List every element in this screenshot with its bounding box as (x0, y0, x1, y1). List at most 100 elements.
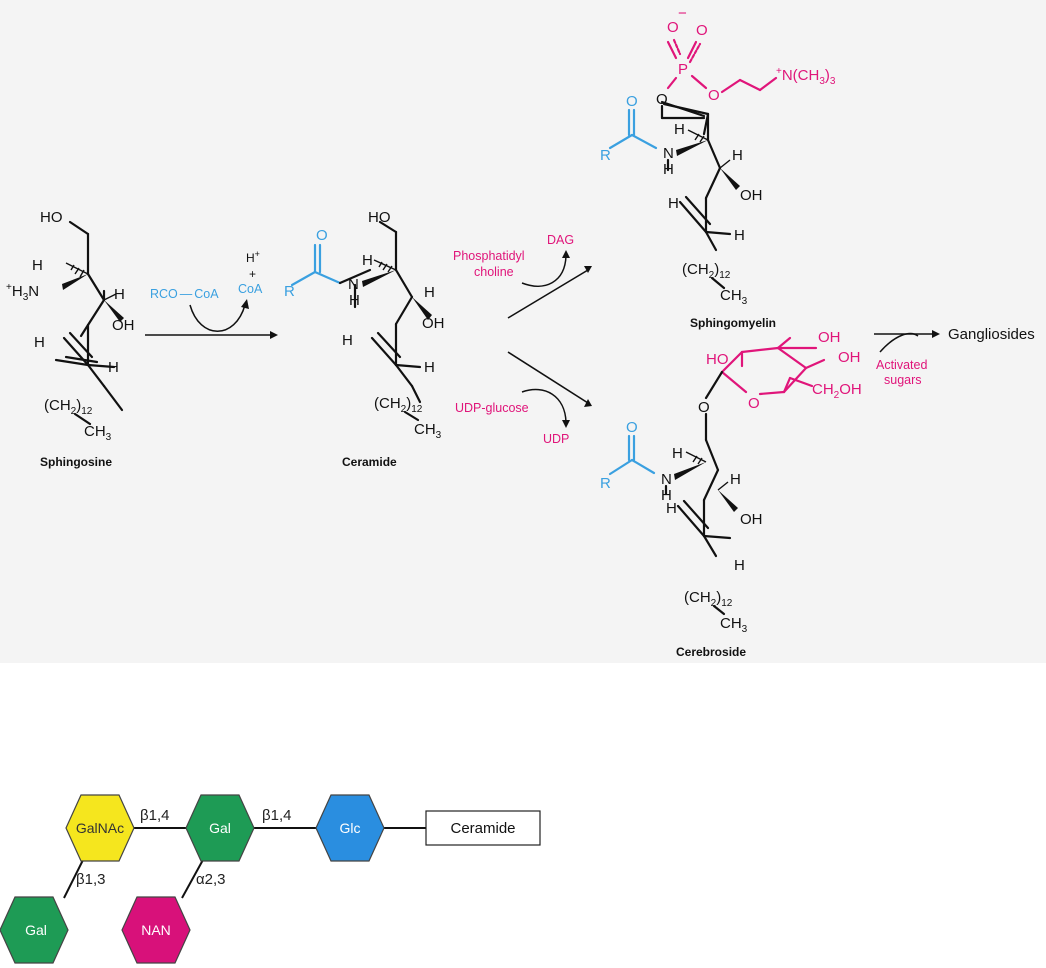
gangliosides-arrow: Gangliosides Activated sugars (874, 326, 1035, 387)
gal-main-hexagon (185, 794, 255, 862)
sphingomyelin-o: O (626, 93, 638, 110)
link-gal-galnac: β1,3 (76, 871, 105, 888)
upper-branch-arrow: Phosphatidyl choline DAG (453, 233, 592, 319)
gangliosides-label: Gangliosides (948, 326, 1035, 343)
step1-plus: + (249, 267, 256, 281)
sphingosine-h-vinyl1: H (34, 334, 45, 351)
activated-sugars-line1: Activated (876, 358, 927, 372)
cerebroside-o: O (626, 419, 638, 436)
sphingosine-name: Sphingosine (40, 455, 112, 469)
ceramide-nh: H (349, 292, 360, 309)
ceramide-chain: (CH2)12 (374, 395, 423, 415)
ceramide-n: N (348, 276, 359, 293)
sphingosine-structure: HO H +H3N H OH H H (CH2)12 CH3 Sphingosi… (6, 209, 135, 469)
lower-product: UDP (543, 432, 569, 446)
upper-product: DAG (547, 233, 574, 247)
cerebroside-structure: HO OH OH CH2OH O O O R N H H H OH H H (C… (600, 329, 862, 659)
sphingomyelin-oh: OH (740, 187, 763, 204)
gal-branch-hexagon (0, 896, 69, 964)
cerebroside-oh: OH (740, 511, 763, 528)
step1-reactant: RCO—CoA (150, 287, 219, 301)
sphingosine-amine-plus: + (6, 282, 12, 293)
sphingosine-amine-3: 3 (23, 292, 29, 303)
sphingomyelin-name: Sphingomyelin (690, 316, 776, 330)
pathway-panel (0, 0, 1046, 663)
sphingosine-amine-n: N (28, 283, 39, 300)
sphingomyelin-n: N (663, 145, 674, 162)
ceramide-ho: HO (368, 209, 391, 226)
nan-label: NAN (141, 922, 171, 938)
galnac-hexagon (65, 794, 135, 862)
sphingomyelin-minus: − (678, 5, 687, 22)
ganglioside-symbol-diagram: GalNAc Gal Glc Ceramide Gal NAN β1,4 β1,… (0, 794, 541, 964)
sphingomyelin-o-right: O (696, 22, 708, 39)
ceramide-structure: O R N H HO H H OH H H (CH2)12 CH3 Cerami… (284, 209, 445, 469)
sphingomyelin-structure: O − O P O O +N(CH3)3 O R N H H H OH H H … (600, 5, 836, 330)
cerebroside-h-beta: H (730, 471, 741, 488)
cerebroside-o-link: O (698, 399, 710, 416)
ceramide-o: O (316, 227, 328, 244)
ceramide-h-alpha: H (362, 252, 373, 269)
ceramide-box (425, 810, 541, 846)
cerebroside-h-vinyl1: H (666, 500, 677, 517)
gal-branch-label: Gal (25, 922, 47, 938)
sphingomyelin-nh: H (663, 161, 674, 178)
sphingomyelin-chain: (CH2)12 (682, 261, 731, 281)
sphingosine-amine-h: H (12, 283, 23, 300)
sphingosine-ch3: CH3 (84, 423, 112, 443)
ceramide-name: Ceramide (342, 455, 397, 469)
cerebroside-chain: (CH2)12 (684, 589, 733, 609)
sphingomyelin-h-vinyl2: H (734, 227, 745, 244)
step1-h-plus: H+ (246, 249, 260, 265)
sphingomyelin-h-beta: H (732, 147, 743, 164)
sphingomyelin-o-top: O (667, 19, 679, 36)
ceramide-h-vinyl2: H (424, 359, 435, 376)
sphingosine-h-vinyl2: H (108, 359, 119, 376)
glc-hexagon (315, 794, 385, 862)
sphingosine-ho: HO (40, 209, 63, 226)
activated-sugars-line2: sugars (884, 373, 922, 387)
ceramide-h-beta: H (424, 284, 435, 301)
cerebroside-ho1: HO (706, 351, 729, 368)
ceramide-ch3: CH3 (414, 421, 442, 441)
nan-hexagon (121, 896, 191, 964)
cerebroside-name: Cerebroside (676, 645, 746, 659)
ceramide-oh: OH (422, 315, 445, 332)
cerebroside-ring-o: O (748, 395, 760, 412)
sphingomyelin-o-bridge: O (708, 87, 720, 104)
sphingosine-oh: OH (112, 317, 135, 334)
cerebroside-r: R (600, 475, 611, 492)
cerebroside-n: N (661, 471, 672, 488)
cerebroside-ch2oh: CH2OH (812, 381, 862, 401)
cerebroside-oh2: OH (838, 349, 861, 366)
sphingosine-amine: +H3N (6, 282, 39, 303)
link-nan-gal: α2,3 (196, 871, 226, 888)
sphingomyelin-p: P (678, 61, 688, 78)
sphingosine-h-beta: H (114, 286, 125, 303)
sphingomyelin-nme3: +N(CH3)3 (776, 66, 836, 87)
upper-donor-line1: Phosphatidyl (453, 249, 525, 263)
lower-donor: UDP-glucose (455, 401, 529, 415)
step1-coa-out: CoA (238, 282, 263, 296)
step1-arrow: RCO—CoA H+ + CoA (145, 249, 278, 339)
galnac-label: GalNAc (76, 820, 124, 836)
sphingomyelin-h-alpha: H (674, 121, 685, 138)
sphingosine-chain: (CH2)12 (44, 397, 93, 417)
ceramide-h-vinyl1: H (342, 332, 353, 349)
cerebroside-ch3: CH3 (720, 615, 748, 635)
sphingomyelin-o-link: O (656, 91, 668, 108)
sphingomyelin-ch3: CH3 (720, 287, 748, 307)
cerebroside-h-vinyl2: H (734, 557, 745, 574)
cerebroside-oh1: OH (818, 329, 841, 346)
sphingomyelin-r: R (600, 147, 611, 164)
link-gal-glc: β1,4 (262, 807, 291, 824)
glc-label: Glc (340, 820, 361, 836)
gal-main-label: Gal (209, 820, 231, 836)
ceramide-r: R (284, 283, 295, 300)
lower-branch-arrow: UDP-glucose UDP (455, 351, 592, 446)
cerebroside-nh: H (661, 487, 672, 504)
upper-donor-line2: choline (474, 265, 514, 279)
link-galnac-gal: β1,4 (140, 807, 169, 824)
ceramide-box-label: Ceramide (450, 820, 515, 837)
